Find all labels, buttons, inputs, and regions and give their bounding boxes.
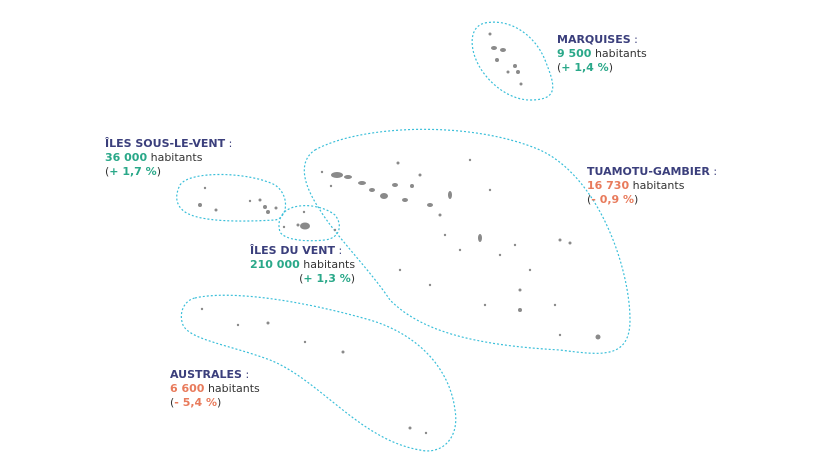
archipelago-name: MARQUISES [557, 33, 631, 46]
change: - 0,9 % [591, 193, 635, 206]
iles-sous-le-vent-outline [176, 173, 287, 222]
change: - 5,4 % [174, 396, 218, 409]
label-iles-du-vent: ÎLES DU VENT : 210 000 habitants (+ 1,3 … [250, 244, 356, 285]
population: 16 730 [587, 179, 630, 192]
unit: habitants [150, 151, 203, 164]
tuamotu-gambier-outline [303, 128, 631, 354]
change: + 1,3 % [303, 272, 351, 285]
islands [198, 32, 601, 435]
archipelago-name: TUAMOTU-GAMBIER [587, 165, 710, 178]
label-marquises: MARQUISES : 9 500 habitants (+ 1,4 %) [557, 33, 647, 74]
label-iles-sous-le-vent: ÎLES SOUS-LE-VENT : 36 000 habitants (+ … [105, 137, 233, 178]
unit: habitants [594, 47, 647, 60]
archipelago-name: AUSTRALES [170, 368, 242, 381]
marquises-outline [471, 21, 554, 101]
archipelago-name: ÎLES DU VENT [250, 244, 335, 257]
label-australes: AUSTRALES : 6 600 habitants (- 5,4 %) [170, 368, 260, 409]
iles-du-vent-outline [278, 205, 340, 242]
australes-outline [180, 294, 457, 452]
population: 210 000 [250, 258, 300, 271]
change: + 1,4 % [561, 61, 609, 74]
unit: habitants [303, 258, 356, 271]
label-tuamotu-gambier: TUAMOTU-GAMBIER : 16 730 habitants (- 0,… [587, 165, 718, 206]
unit: habitants [207, 382, 260, 395]
change: + 1,7 % [109, 165, 157, 178]
population: 6 600 [170, 382, 205, 395]
archipelago-name: ÎLES SOUS-LE-VENT [105, 137, 226, 150]
population: 36 000 [105, 151, 148, 164]
unit: habitants [632, 179, 685, 192]
population: 9 500 [557, 47, 592, 60]
